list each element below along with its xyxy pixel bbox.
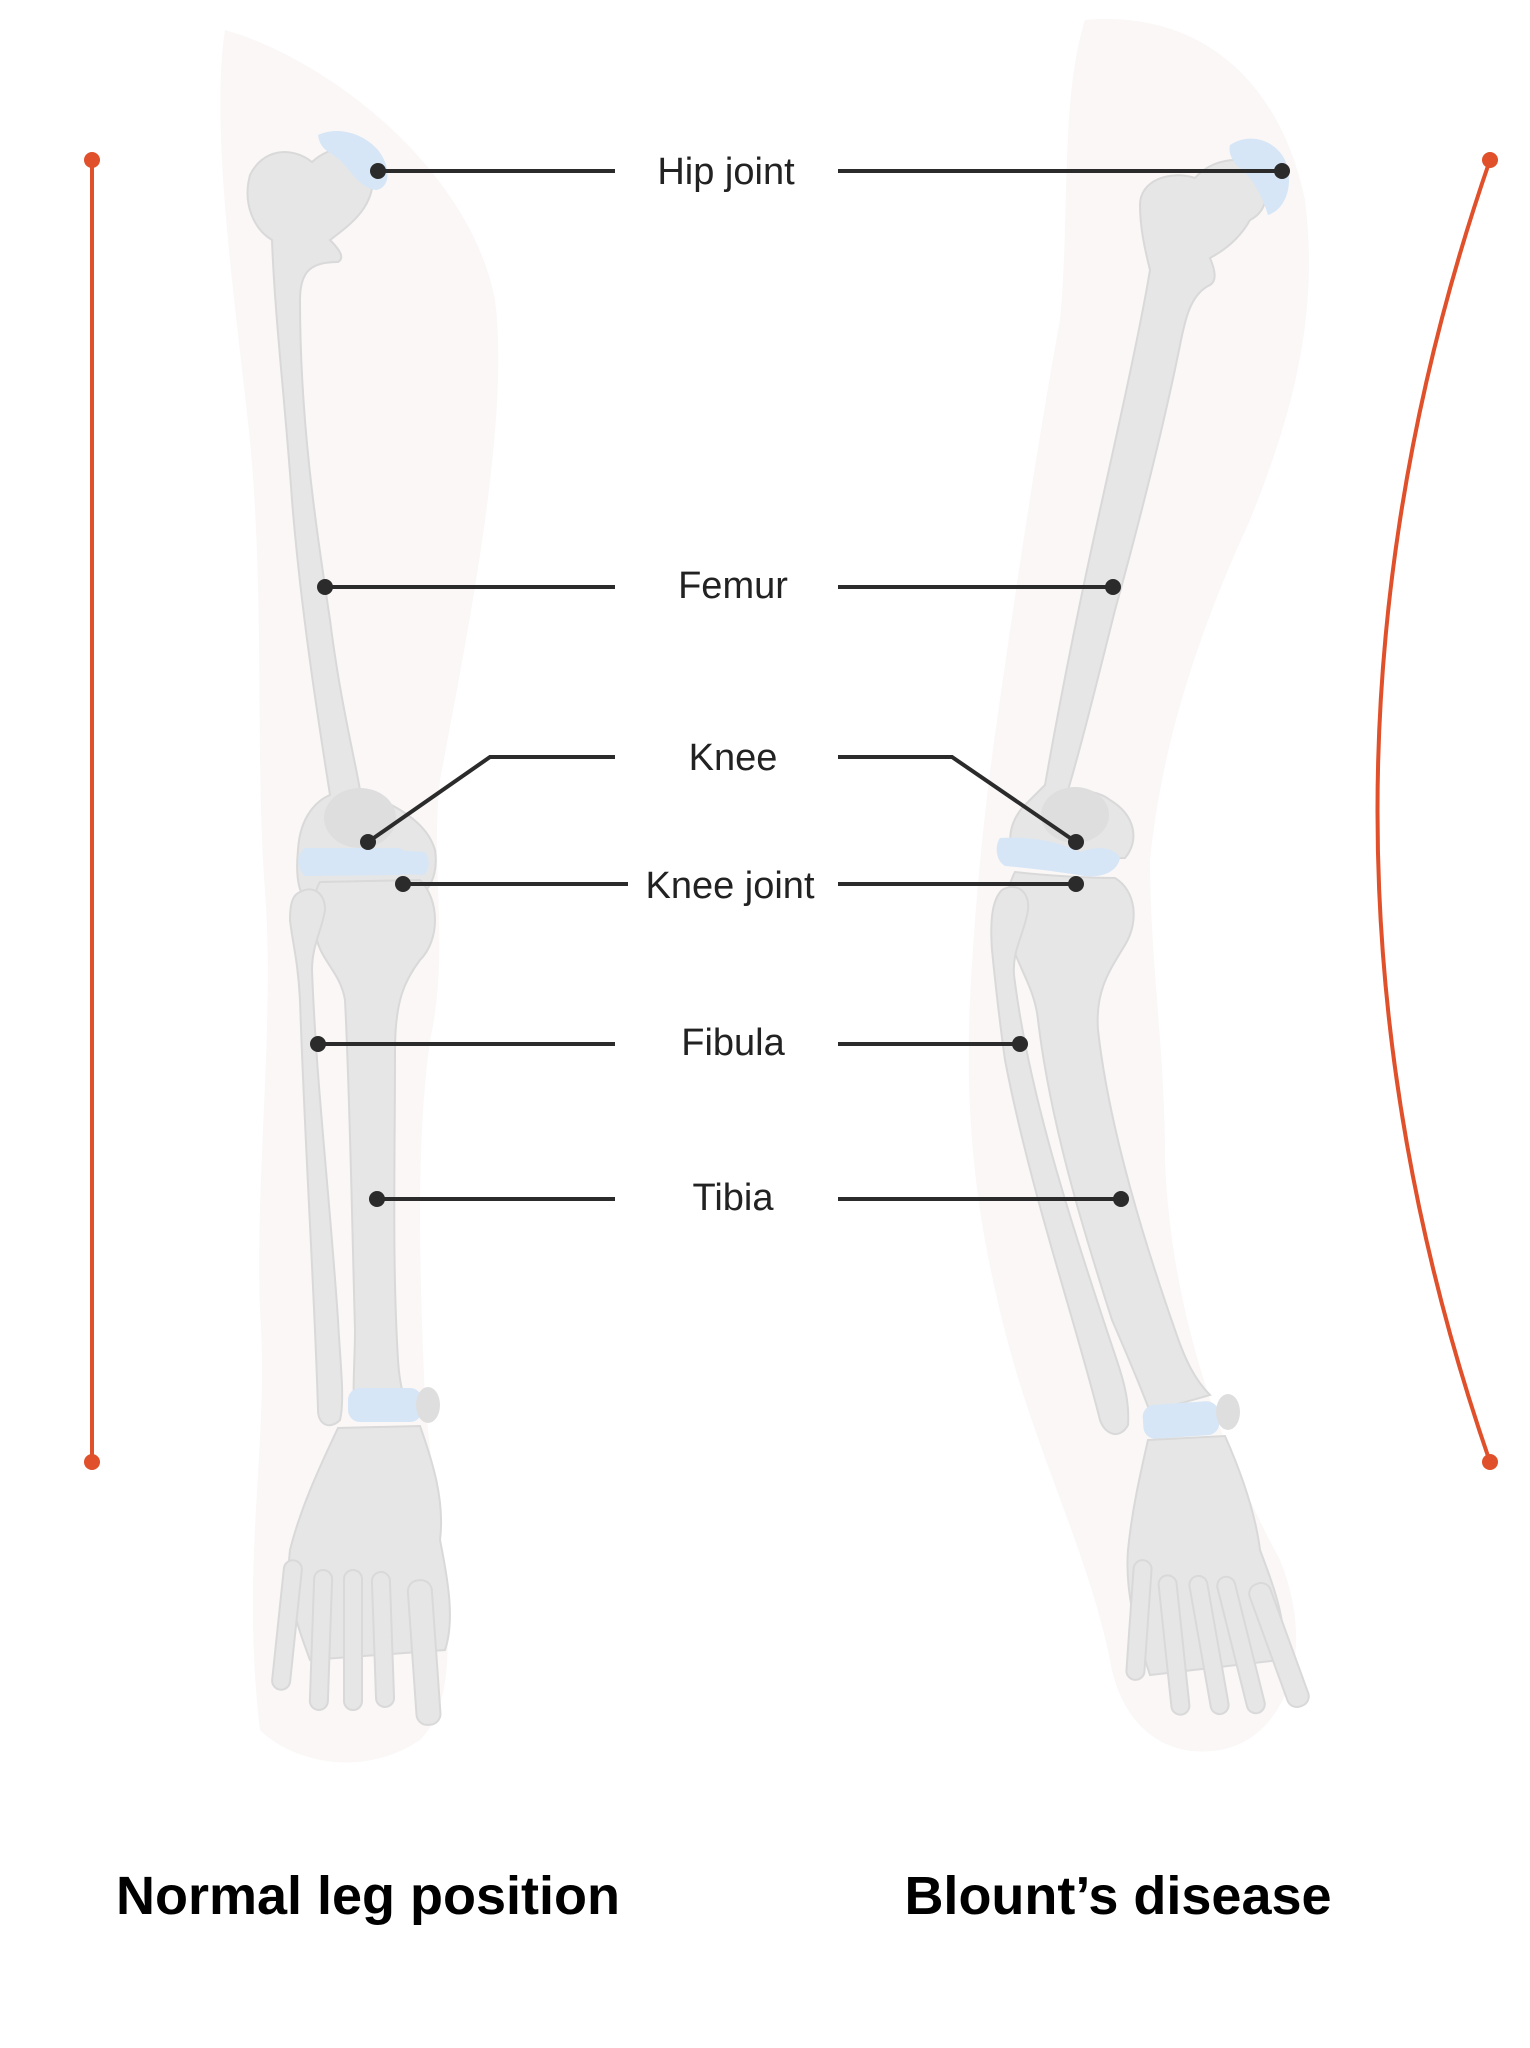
blounts-malleolus: [1216, 1394, 1240, 1430]
normal-fibula: [288, 888, 344, 1427]
leader-femur: [317, 579, 1121, 595]
normal-knee-cartilage: [298, 848, 410, 876]
label-femur: Femur: [678, 565, 788, 607]
normal-malleolus: [416, 1387, 440, 1423]
normal-alignment-line: [84, 152, 100, 1470]
leader-knee: [360, 755, 1084, 850]
leader-tibia: [369, 1191, 1129, 1207]
normal-knee-cartilage-right: [395, 850, 429, 875]
leader-fibula: [310, 1036, 1028, 1052]
blounts-ankle-cartilage: [1142, 1401, 1220, 1439]
normal-hip-cartilage: [318, 130, 388, 190]
blounts-fibula: [990, 885, 1130, 1435]
label-knee: Knee: [689, 737, 778, 779]
blounts-femur: [1009, 158, 1268, 862]
label-fibula: Fibula: [681, 1022, 785, 1064]
blounts-tibia: [1006, 870, 1212, 1414]
blounts-alignment-curve: [1375, 152, 1498, 1470]
caption-normal-leg: Normal leg position: [116, 1866, 620, 1926]
blounts-leg-silhouette: [968, 19, 1309, 1752]
normal-leg-illustration: [220, 30, 499, 1763]
label-hip-joint: Hip joint: [657, 151, 795, 193]
normal-ankle-cartilage: [348, 1388, 422, 1422]
blounts-knee-cartilage: [996, 837, 1120, 877]
normal-toes: [271, 1559, 442, 1726]
blounts-leg-illustration: [968, 19, 1310, 1752]
leader-knee-joint: [395, 876, 1084, 892]
normal-patella: [324, 788, 396, 848]
leader-lines: [310, 163, 1290, 1207]
blounts-toes: [1125, 1559, 1310, 1716]
label-tibia: Tibia: [693, 1177, 775, 1219]
leader-hip-joint: [370, 163, 1290, 179]
caption-blounts-disease: Blount’s disease: [904, 1866, 1331, 1926]
blounts-hip-cartilage: [1229, 138, 1289, 215]
labels: Hip joint Femur Knee Knee joint Fibula T…: [645, 151, 814, 1219]
label-knee-joint: Knee joint: [645, 865, 814, 907]
